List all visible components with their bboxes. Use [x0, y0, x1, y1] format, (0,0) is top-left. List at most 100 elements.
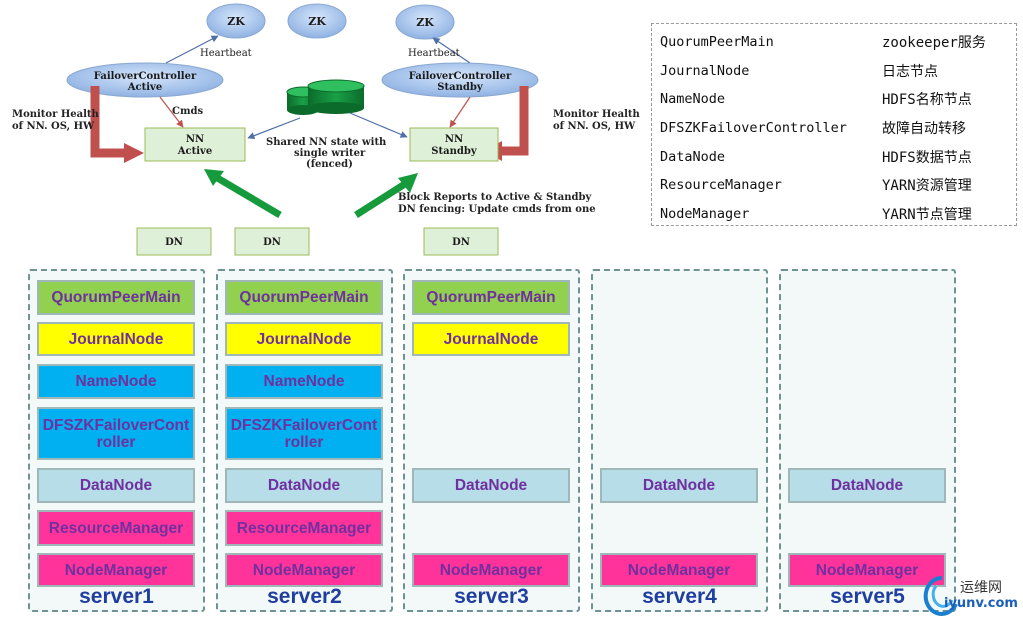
- watermark-logo-icon: [923, 575, 958, 616]
- legend-row: JournalNode 日志节点: [660, 57, 1008, 86]
- monitor-health-label: of NN. OS, HW: [553, 121, 636, 132]
- block-reports-label: Block Reports to Active & Standby: [398, 192, 593, 203]
- legend-value: 日志节点: [882, 63, 938, 80]
- service-datanode: DataNode: [37, 468, 195, 503]
- svg-text:FailoverController: FailoverController: [409, 71, 512, 82]
- zk-label: ZK: [416, 16, 434, 29]
- legend-value: 故障自动转移: [882, 121, 966, 138]
- ha-architecture-diagram: ZK ZK ZK Heartbeat Heartbeat FailoverCon…: [12, 3, 641, 256]
- server-column-2: QuorumPeerMain JournalNode NameNode DFSZ…: [216, 269, 393, 612]
- legend-row: NodeManager YARN节点管理: [660, 200, 1008, 229]
- service-quorumpeermain: QuorumPeerMain: [225, 280, 383, 315]
- block-report-arrow: [212, 172, 282, 219]
- svg-text:DN: DN: [263, 237, 281, 248]
- cmds-label: Cmds: [172, 106, 204, 117]
- cmds-arrow: [159, 96, 184, 128]
- svg-text:Active: Active: [127, 82, 162, 93]
- svg-text:DN: DN: [452, 237, 470, 248]
- service-journalnode: JournalNode: [225, 322, 383, 356]
- block-report-arrow: [354, 179, 410, 218]
- legend-key: ResourceManager: [660, 177, 782, 194]
- watermark-text: 运维网: [960, 580, 1002, 596]
- monitor-health-arrow: [500, 86, 529, 156]
- service-datanode: DataNode: [600, 468, 758, 503]
- cmds-arrow: [449, 96, 471, 128]
- service-resourcemanager: ResourceManager: [225, 510, 383, 546]
- svg-text:NN: NN: [445, 134, 463, 145]
- legend-row: QuorumPeerMain zookeeper服务: [660, 28, 1008, 57]
- service-dfszkfailovercontroller: DFSZKFailoverController: [37, 407, 195, 460]
- heartbeat-label: Heartbeat: [408, 48, 460, 59]
- shared-state-label: single writer: [294, 148, 366, 159]
- monitor-health-arrow: [90, 86, 125, 158]
- legend-key: DataNode: [660, 148, 726, 165]
- service-quorumpeermain: QuorumPeerMain: [37, 280, 195, 315]
- server-column-5: DataNode NodeManager server5: [779, 269, 956, 612]
- heartbeat-arrow: [165, 35, 219, 64]
- service-journalnode: JournalNode: [412, 322, 570, 356]
- server-label: server3: [454, 585, 529, 608]
- service-dfszkfailovercontroller: DFSZKFailoverController: [225, 407, 383, 460]
- service-nodemanager: NodeManager: [37, 553, 195, 587]
- shared-state-label: Shared NN state with: [266, 137, 387, 148]
- legend-key: DFSZKFailoverController: [660, 120, 847, 137]
- monitor-health-label: Monitor Health: [553, 109, 641, 120]
- legend-row: DataNode HDFS数据节点: [660, 142, 1008, 171]
- svg-text:FailoverController: FailoverController: [94, 71, 197, 82]
- service-journalnode: JournalNode: [37, 322, 195, 356]
- service-resourcemanager: ResourceManager: [37, 510, 195, 546]
- heartbeat-label: Heartbeat: [200, 48, 252, 59]
- monitor-health-label: Monitor Health: [12, 109, 100, 120]
- server-label: server2: [267, 585, 342, 608]
- legend-row: DFSZKFailoverController 故障自动转移: [660, 114, 1008, 143]
- service-datanode: DataNode: [412, 468, 570, 503]
- legend-value: HDFS数据节点: [882, 149, 972, 166]
- legend-value: YARN资源管理: [882, 178, 972, 195]
- legend-key: JournalNode: [660, 62, 750, 79]
- service-namenode: NameNode: [225, 364, 383, 399]
- legend-table: QuorumPeerMain zookeeper服务 JournalNode 日…: [651, 23, 1017, 226]
- server-label: server4: [642, 585, 717, 608]
- legend-row: NameNode HDFS名称节点: [660, 85, 1008, 114]
- server-label: server1: [79, 585, 154, 608]
- service-namenode: NameNode: [37, 364, 195, 399]
- service-nodemanager: NodeManager: [225, 553, 383, 587]
- legend-key: NameNode: [660, 91, 726, 108]
- legend-value: zookeeper服务: [882, 35, 986, 52]
- service-datanode: DataNode: [788, 468, 946, 503]
- shared-storage-icon: [286, 79, 365, 115]
- service-nodemanager: NodeManager: [412, 553, 570, 587]
- dn-box: DN: [136, 227, 212, 256]
- nn-standby-box: NN Standby: [409, 127, 499, 162]
- shared-state-arrow: [247, 117, 301, 140]
- svg-text:Standby: Standby: [431, 146, 478, 157]
- legend-key: NodeManager: [660, 205, 750, 222]
- service-quorumpeermain: QuorumPeerMain: [412, 280, 570, 315]
- server-column-1: QuorumPeerMain JournalNode NameNode DFSZ…: [28, 269, 205, 612]
- server-label: server5: [830, 585, 905, 608]
- svg-text:Active: Active: [177, 146, 212, 157]
- dn-box: DN: [423, 227, 499, 256]
- monitor-health-label: of NN. OS, HW: [12, 121, 95, 132]
- block-reports-label: DN fencing: Update cmds from one: [398, 204, 596, 215]
- legend-value: HDFS名称节点: [882, 92, 972, 109]
- heartbeat-arrow: [432, 37, 471, 64]
- failover-controller-standby: FailoverController Standby: [381, 62, 539, 98]
- service-datanode: DataNode: [225, 468, 383, 503]
- zk-label: ZK: [308, 15, 326, 28]
- shared-state-arrow: [349, 112, 408, 138]
- watermark-url: iyunv.com: [944, 596, 1018, 611]
- legend-value: YARN节点管理: [882, 206, 972, 223]
- svg-text:Standby: Standby: [437, 82, 484, 93]
- svg-text:DN: DN: [165, 237, 183, 248]
- dn-box: DN: [234, 227, 310, 256]
- shared-state-label: (fenced): [306, 159, 353, 170]
- zk-node: ZK: [395, 4, 455, 40]
- service-nodemanager: NodeManager: [788, 553, 946, 587]
- svg-text:NN: NN: [186, 134, 204, 145]
- legend-key: QuorumPeerMain: [660, 34, 774, 51]
- site-watermark: 运维网 iyunv.com: [922, 572, 1022, 618]
- server-column-4: DataNode NodeManager server4: [591, 269, 768, 612]
- legend-row: ResourceManager YARN资源管理: [660, 171, 1008, 200]
- server-column-3: QuorumPeerMain JournalNode DataNode Node…: [403, 269, 580, 612]
